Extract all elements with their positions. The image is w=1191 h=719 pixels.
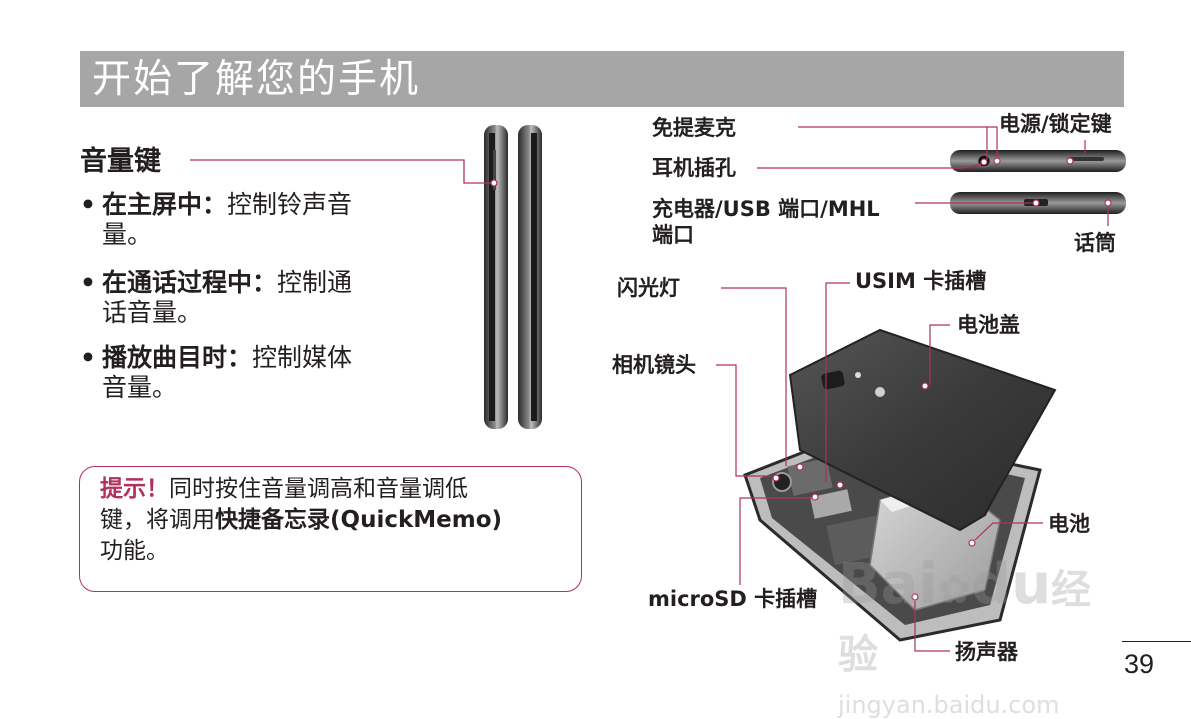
bullet-text: 控制媒体	[252, 343, 353, 372]
label-microphone: 话筒	[1074, 231, 1116, 255]
label-battery: 电池	[1048, 512, 1090, 536]
label-charger-port: 充电器/USB 端口/MHL 端口	[652, 196, 880, 248]
tip-line-2-pre: 键，将调用	[100, 507, 215, 533]
bullet-dot: •	[80, 343, 96, 372]
speaker-leader	[914, 601, 950, 652]
label-speaker: 扬声器	[955, 640, 1018, 664]
bullet-text: 控制通	[277, 268, 353, 297]
page-number-rule	[1122, 641, 1191, 642]
page-title: 开始了解您的手机	[92, 57, 421, 102]
battery-marker	[968, 539, 976, 547]
label-charger-port-line-1: 充电器/USB 端口/MHL	[652, 197, 880, 221]
camera-lens-marker	[772, 474, 780, 482]
watermark-url: jingyan.baidu.com	[838, 691, 1060, 719]
bullet-dot: •	[80, 190, 96, 219]
phone-top-edge	[950, 150, 1126, 172]
label-flash: 闪光灯	[617, 276, 680, 300]
page-number: 39	[1124, 649, 1155, 679]
charger-port-marker	[1032, 199, 1040, 207]
baidu-watermark: Bai✿du经验 jingyan.baidu.com	[838, 552, 1128, 719]
bullet-bold: 在主屏中：	[102, 190, 228, 219]
tip-line-1: 同时按住音量调高和音量调低	[169, 476, 468, 502]
handsfree-mic-leader-2	[987, 126, 998, 158]
paw-icon: ✿	[937, 567, 972, 613]
label-charger-port-line-2: 端口	[652, 223, 694, 247]
label-microsd-slot: microSD 卡插槽	[648, 587, 818, 611]
tip-text: 提示！同时按住音量调高和音量调低 键，将调用快捷备忘录(QuickMemo) 功…	[100, 474, 570, 567]
bullet-continuation: 量。	[102, 220, 153, 249]
bullet-home-screen: •在主屏中：控制铃声音 量。	[80, 190, 425, 250]
power-lock-marker	[1066, 157, 1074, 165]
flash-marker	[796, 463, 804, 471]
handsfree-mic-marker	[993, 157, 1001, 165]
tip-label: 提示！	[100, 476, 169, 502]
volume-key-marker	[490, 179, 498, 187]
volume-key-leader	[190, 159, 494, 184]
watermark-brand-2: du	[971, 552, 1052, 617]
headset-jack-leader	[757, 163, 983, 169]
bullet-text: 控制铃声音	[227, 190, 353, 219]
flash-leader	[721, 287, 787, 466]
battery-cover-marker	[921, 382, 929, 390]
label-battery-cover: 电池盖	[957, 313, 1020, 337]
microsd-leader	[739, 497, 812, 585]
bullet-continuation: 音量。	[102, 373, 178, 402]
camera-lens-leader	[716, 364, 772, 477]
usim-leader	[825, 282, 850, 482]
microsd-marker	[811, 493, 819, 501]
headset-jack-marker	[980, 158, 988, 166]
usim-marker	[836, 481, 844, 489]
battery-cover-leader	[929, 324, 950, 385]
volume-key-title: 音量键	[80, 146, 161, 177]
bullet-bold: 在通话过程中：	[102, 268, 278, 297]
label-handsfree-mic: 免提麦克	[652, 116, 736, 140]
label-usim-slot: USIM 卡插槽	[855, 269, 987, 293]
battery-cover-illustration	[788, 328, 1057, 532]
label-power-lock: 电源/锁定键	[999, 112, 1112, 136]
bullet-bold: 播放曲目时：	[102, 343, 253, 372]
bullet-dot: •	[80, 268, 96, 297]
label-camera-lens: 相机镜头	[612, 353, 696, 377]
bullet-continuation: 话音量。	[102, 298, 203, 327]
tip-box	[79, 466, 582, 592]
tip-line-3: 功能。	[100, 538, 169, 564]
microphone-marker	[1104, 199, 1112, 207]
phone-side-left	[484, 125, 508, 429]
watermark-brand: Bai	[838, 552, 938, 617]
header-bar	[80, 51, 1124, 107]
bullet-during-call: •在通话过程中：控制通 话音量。	[80, 268, 425, 328]
bullet-playing-track: •播放曲目时：控制媒体 音量。	[80, 343, 425, 403]
watermark-suffix: 经验	[838, 567, 1092, 678]
label-headset-jack: 耳机插孔	[652, 156, 736, 180]
quickmemo-term: 快捷备忘录(QuickMemo)	[215, 507, 503, 533]
speaker-marker	[911, 593, 919, 601]
phone-side-right	[518, 125, 542, 429]
battery-leader	[974, 522, 1043, 541]
